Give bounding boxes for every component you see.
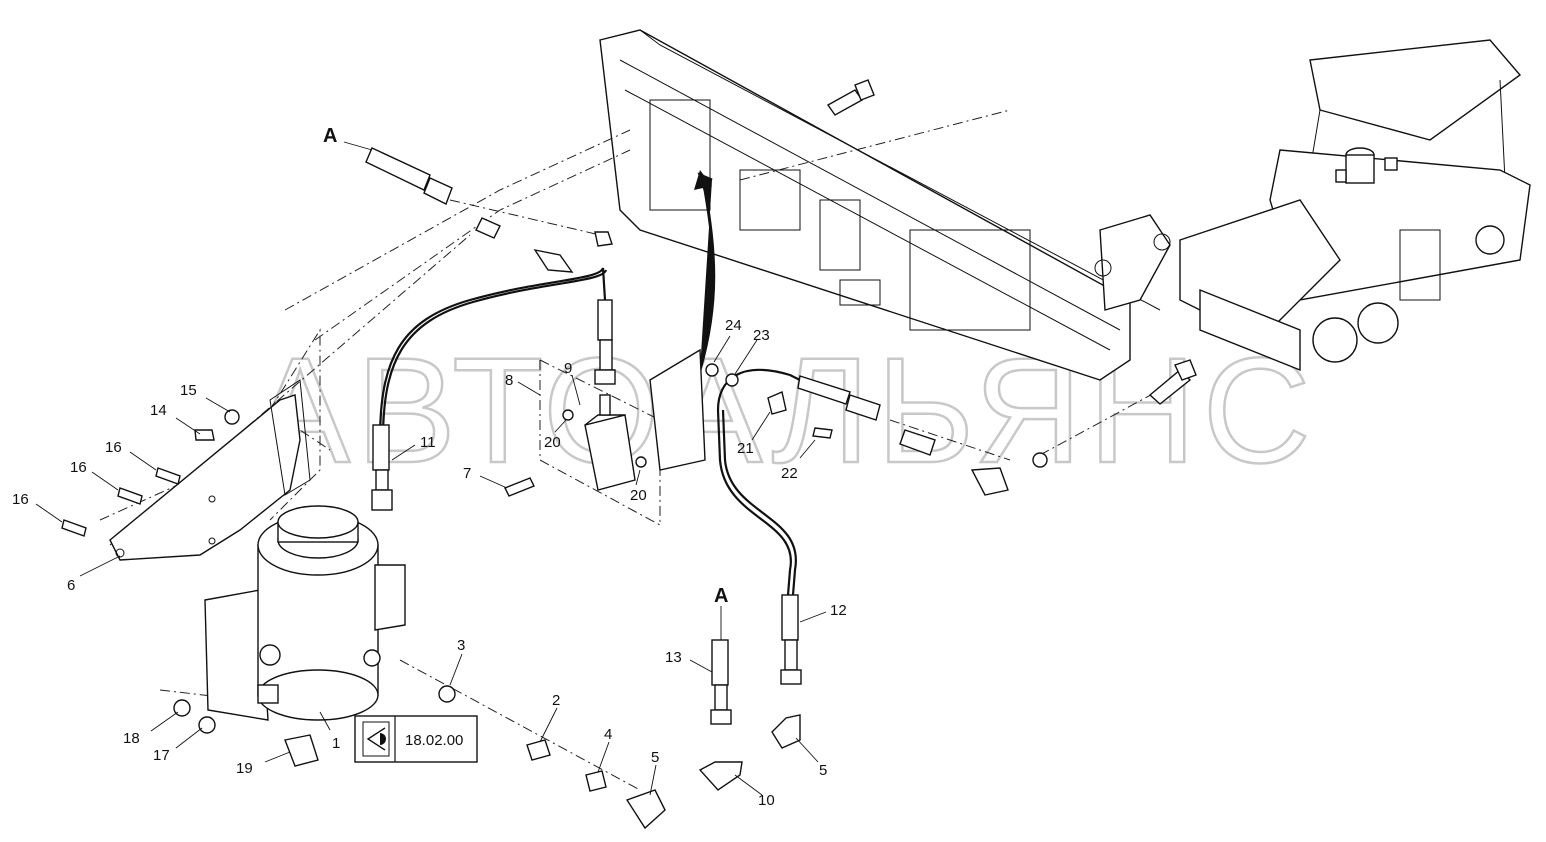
pump-assembly <box>204 505 406 721</box>
view-reference-box: 18.02.00 <box>354 715 478 763</box>
detail-marker-bottom: A <box>714 585 728 607</box>
part-label-4: 4 <box>604 726 612 743</box>
part-label-11: 11 <box>420 434 436 451</box>
part-label-7: 7 <box>463 465 471 482</box>
bracket-plate <box>109 379 311 561</box>
part-label-10: 10 <box>758 792 775 809</box>
part-label-16c: 16 <box>12 491 29 508</box>
part-label-20b: 20 <box>630 487 647 504</box>
part-label-16a: 16 <box>105 439 122 456</box>
part-label-21: 21 <box>737 440 754 457</box>
part-label-3: 3 <box>457 637 465 654</box>
frame-bolt <box>826 79 875 116</box>
part-label-20a: 20 <box>544 434 561 451</box>
part-label-23: 23 <box>753 327 770 344</box>
part-label-9: 9 <box>564 360 572 377</box>
view-reference-text: 18.02.00 <box>405 732 463 749</box>
part-label-1: 1 <box>332 735 340 752</box>
leader-lines <box>35 335 827 796</box>
part-label-5b: 5 <box>819 762 827 779</box>
paver-machine <box>1179 39 1531 372</box>
part-label-18: 18 <box>123 730 140 747</box>
hoses <box>378 170 801 596</box>
part-label-14: 14 <box>150 402 167 419</box>
part-labels: 1 2 3 4 5 5 6 7 8 9 10 11 12 13 14 15 16… <box>12 317 847 809</box>
machine-frame <box>599 29 1171 381</box>
part-label-2: 2 <box>552 692 560 709</box>
detail-marker-top: A <box>323 125 337 147</box>
eye-view-icon <box>362 721 390 757</box>
valve-block <box>504 348 706 497</box>
part-label-13: 13 <box>665 649 682 666</box>
small-parts <box>173 685 801 830</box>
part-label-8: 8 <box>505 372 513 389</box>
part-label-22: 22 <box>781 465 798 482</box>
left-bolts <box>61 409 240 537</box>
part-label-24: 24 <box>725 317 742 334</box>
part-label-19: 19 <box>236 760 253 777</box>
detail-a-fitting <box>343 141 613 273</box>
part-label-16b: 16 <box>70 459 87 476</box>
part-label-6: 6 <box>67 577 75 594</box>
part-label-12: 12 <box>830 602 847 619</box>
part-label-17: 17 <box>153 747 170 764</box>
part-label-5a: 5 <box>651 749 659 766</box>
part-label-15: 15 <box>180 382 197 399</box>
hose-fittings <box>371 299 881 725</box>
right-fittings <box>705 359 1197 496</box>
